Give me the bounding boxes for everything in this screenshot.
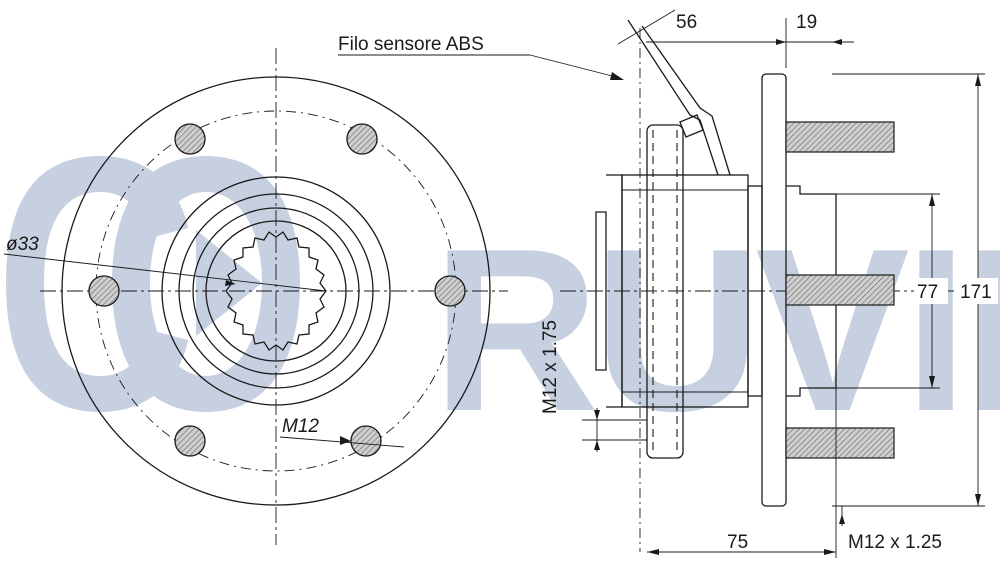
pilot-dimension-value: 77 [917,282,938,303]
bore-diameter-leader [3,253,327,292]
wheel-studs [785,121,895,459]
hub-ring-outer [161,176,391,406]
pilot-dimension-bg [914,278,948,304]
bolt-thread-dimension-arrow [594,410,600,420]
flange-dimension-arrow [975,494,981,506]
bolt-thread-label: M12 [282,416,319,437]
bolt-hole [350,425,382,457]
wheel-stud [785,427,895,459]
pilot-dimension-arrow [929,194,935,206]
brand-name: RUVILLE [432,201,1000,460]
abs-sensor-label: Filo sensore ABS [338,34,484,55]
wheel-stud [785,274,895,306]
sensor-cap [595,211,607,371]
bolt-hole [88,275,120,307]
hub-ring-middle [178,193,374,389]
flange-dimension-arrow [975,74,981,86]
stud-dimension-arrow [832,39,842,45]
bolt-hole [346,123,378,155]
brand-logo-emblem [6,156,300,412]
overall-dimension-arrow [647,549,659,555]
bolt-hole [174,123,206,155]
flange-dimension-value: 171 [960,282,992,303]
abs-wire-clip [679,114,704,138]
stud-dimension-value: 19 [796,12,817,33]
stud-thread-arrow [839,514,845,524]
stud-dimension-arrow [776,39,786,45]
abs-label-leader [529,54,621,79]
bolt-hole [434,275,466,307]
abs-label-arrow [610,72,624,80]
front-view: ø33 M12 [3,48,508,545]
abs-wire [641,25,731,176]
bearing-bore [205,220,347,362]
pilot-dimension-arrow [929,376,935,388]
flange-dimension-bg [958,278,998,304]
overall-dimension-arrow [824,549,836,555]
stud-thread-label: M12 x 1.25 [848,532,942,553]
bolt-hole [174,425,206,457]
bolt-thread-dimension-arrow [594,440,600,450]
splined-bore [225,231,327,351]
side-bolt-thread-label: M12 x 1.75 [540,320,561,414]
overall-dimension-value: 75 [727,532,748,553]
sensor-dimension-value: 56 [676,12,697,33]
bolt-holes [88,123,466,457]
bolt-thread-arrow [340,436,351,445]
side-view: Filo sensore ABS 56 19 171 77 [338,9,998,558]
abs-wire [627,19,719,176]
brand-watermark: RUVILLE [6,156,1000,460]
sensor-dimension-leader [617,9,676,45]
bore-diameter-label: ø33 [6,234,39,255]
wheel-stud [785,121,895,153]
inner-flange [646,124,684,459]
flange-outline [61,76,491,506]
hub-ring-inner [192,207,360,375]
bore-diameter-arrow [225,280,236,286]
